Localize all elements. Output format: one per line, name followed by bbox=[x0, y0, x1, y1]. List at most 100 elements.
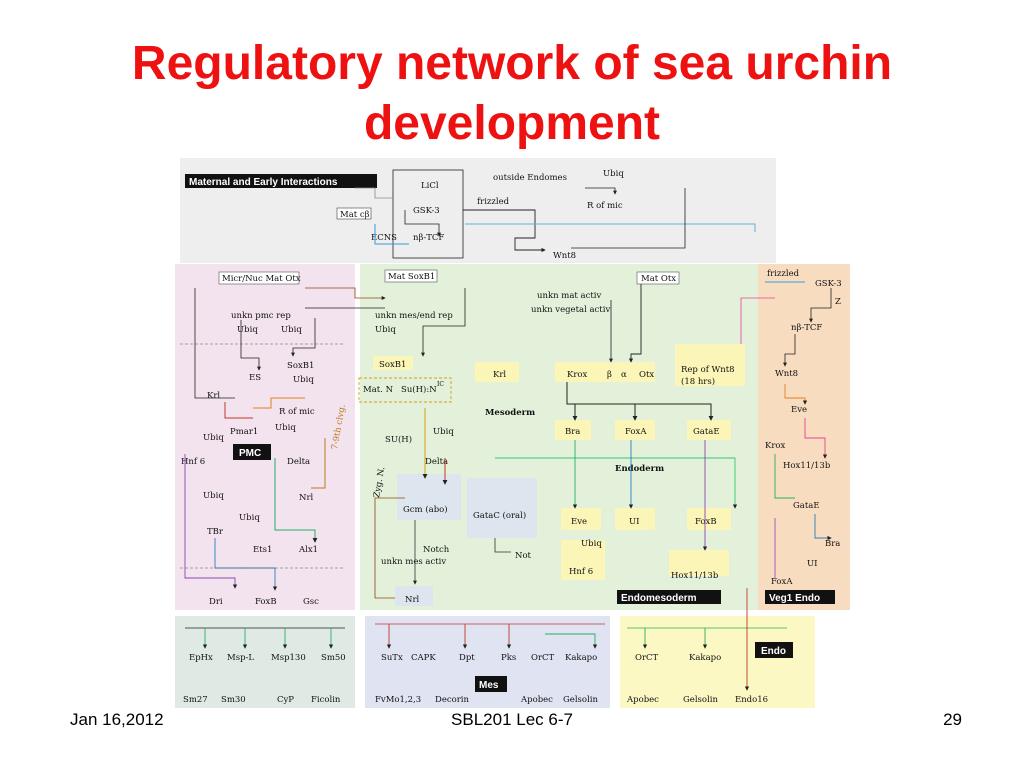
unkn-vegetal-activ: unkn vegetal activ bbox=[531, 305, 610, 315]
nb-tcf-gene: nβ-TCF bbox=[413, 233, 444, 243]
rep-of-wnt8: Rep of Wnt8 bbox=[681, 365, 735, 375]
pmc-alx1: Alx1 bbox=[298, 545, 318, 555]
endomes-notch: Notch bbox=[423, 545, 450, 555]
endomes-ubiq: Ubiq bbox=[375, 325, 396, 335]
gene-apobec-endo: Apobec bbox=[626, 695, 659, 705]
endomes-bra: Bra bbox=[565, 427, 580, 437]
endomes-foxb: FoxB bbox=[695, 517, 717, 527]
mat-cb-gene: Mat cβ bbox=[340, 210, 370, 220]
mat-soxb1: Mat SoxB1 bbox=[388, 272, 435, 282]
gcm-abo: Gcm (abo) bbox=[403, 504, 448, 515]
veg1-krox: Krox bbox=[765, 441, 786, 451]
pmc-ubiq-7: Ubiq bbox=[239, 513, 260, 523]
gene-apobec-mes: Apobec bbox=[520, 695, 553, 705]
pmc-tbr: TBr bbox=[207, 527, 224, 537]
veg1-wnt8: Wnt8 bbox=[775, 369, 798, 379]
gene-orct-mes: OrCT bbox=[531, 653, 555, 663]
pmc-r-of-mic: R of mic bbox=[279, 407, 315, 417]
veg1-nbtcf: nβ-TCF bbox=[791, 323, 822, 333]
veg1-bra: Bra bbox=[825, 539, 840, 549]
endo-region bbox=[620, 616, 815, 708]
mat-n: Mat. N bbox=[363, 385, 394, 395]
micr-nuc-mat-otx: Micr/Nuc Mat Otx bbox=[222, 274, 301, 284]
pmc-es: ES bbox=[249, 373, 261, 383]
r-of-mic-gene: R of mic bbox=[587, 201, 623, 211]
pmc-region bbox=[175, 264, 355, 610]
gene-sm27: Sm27 bbox=[183, 695, 208, 705]
endomes-hox: Hox11/13b bbox=[671, 571, 719, 581]
maternal-label: Maternal and Early Interactions bbox=[189, 177, 338, 188]
unkn-pmc-rep: unkn pmc rep bbox=[231, 311, 291, 321]
veg1-region bbox=[758, 264, 850, 610]
pmc-ets1: Ets1 bbox=[253, 545, 272, 555]
ecns-gene: ECNS bbox=[371, 233, 397, 243]
slide-title: Regulatory network of sea urchin develop… bbox=[0, 34, 1024, 154]
endomes-nrl: Nrl bbox=[405, 595, 420, 605]
veg1-gsk3: GSK-3 bbox=[815, 279, 842, 289]
mes-region bbox=[365, 616, 610, 708]
gene-capk: CAPK bbox=[411, 653, 436, 663]
veg1-endo-label: Veg1 Endo bbox=[769, 593, 820, 604]
gatac-oral: GataC (oral) bbox=[473, 510, 526, 521]
endomes-ubiq-2: Ubiq bbox=[433, 427, 454, 437]
veg1-gatae: GataE bbox=[793, 501, 820, 511]
veg1-z: Z bbox=[835, 297, 841, 307]
endoderm-label: Endoderm bbox=[615, 464, 664, 474]
endomes-ui: UI bbox=[629, 517, 640, 527]
pmc-ubiq-3: Ubiq bbox=[293, 375, 314, 385]
gene-dpt: Dpt bbox=[459, 653, 475, 663]
endomes-delta: Delta bbox=[425, 457, 448, 467]
alpha: α bbox=[621, 370, 627, 380]
pmc-delta: Delta bbox=[287, 457, 310, 467]
gene-ephx: EpHx bbox=[189, 653, 213, 663]
endomes-hnf6: Hnf 6 bbox=[569, 567, 593, 577]
endomes-foxa: FoxA bbox=[625, 427, 647, 437]
gene-orct-endo: OrCT bbox=[635, 653, 659, 663]
unkn-mat-activ: unkn mat activ bbox=[537, 291, 601, 301]
gene-sutx: SuTx bbox=[381, 653, 403, 663]
licl-label: LiCl bbox=[421, 181, 439, 191]
pmc-dri: Dri bbox=[209, 597, 223, 607]
endomes-krl: Krl bbox=[493, 370, 506, 380]
maternal-region bbox=[180, 158, 776, 263]
gene-ficolin: Ficolin bbox=[311, 695, 341, 705]
maternal-ubiq: Ubiq bbox=[603, 169, 624, 179]
unkn-mes-activ: unkn mes activ bbox=[381, 557, 446, 567]
gene-msp130: Msp130 bbox=[271, 653, 306, 663]
gene-gelsolin-mes: Gelsolin bbox=[563, 695, 598, 705]
mesoderm-label: Mesoderm bbox=[485, 408, 535, 418]
footer-course: SBL201 Lec 6-7 bbox=[451, 710, 573, 729]
pmc-label: PMC bbox=[239, 448, 261, 459]
unkn-mes-end-rep: unkn mes/end rep bbox=[375, 311, 453, 321]
outside-endomes-label: outside Endomes bbox=[493, 173, 567, 183]
su-h: SU(H) bbox=[385, 434, 412, 445]
title-line-2: development bbox=[363, 97, 661, 150]
gene-regulatory-network-diagram: Maternal and Early Interactions PMC Endo… bbox=[175, 158, 850, 708]
endomesoderm-label: Endomesoderm bbox=[621, 593, 697, 604]
endomes-eve: Eve bbox=[571, 517, 587, 527]
veg1-frizzled: frizzled bbox=[767, 269, 800, 279]
footer-date: Jan 16,2012 bbox=[70, 710, 164, 729]
veg1-foxa: FoxA bbox=[771, 577, 793, 587]
mat-otx: Mat Otx bbox=[641, 274, 676, 284]
title-line-1: Regulatory network of sea urchin bbox=[131, 37, 893, 90]
pmc-soxb1: SoxB1 bbox=[287, 361, 314, 371]
rep-hrs: (18 hrs) bbox=[681, 376, 715, 387]
footer-page-number: 29 bbox=[943, 710, 962, 729]
pmc-hnf6: Hnf 6 bbox=[181, 457, 205, 467]
veg1-ui: UI bbox=[807, 559, 818, 569]
pmc-ubiq-1: Ubiq bbox=[237, 325, 258, 335]
beta-catenin: β bbox=[607, 370, 612, 380]
gene-kakapo-endo: Kakapo bbox=[689, 653, 721, 663]
gene-sm30: Sm30 bbox=[221, 695, 246, 705]
suh-n: Su(H):N bbox=[401, 384, 437, 395]
endomes-otx: Otx bbox=[639, 370, 654, 380]
gene-decorin: Decorin bbox=[435, 695, 470, 705]
pmc-ubiq-5: Ubiq bbox=[203, 433, 224, 443]
gene-msp-l: Msp-L bbox=[227, 653, 254, 663]
mes-label: Mes bbox=[479, 680, 499, 691]
pmc-pmar1: Pmar1 bbox=[230, 427, 258, 437]
endomes-not: Not bbox=[515, 551, 532, 561]
pmc-nrl: Nrl bbox=[299, 493, 314, 503]
ic-superscript: IC bbox=[437, 381, 444, 388]
